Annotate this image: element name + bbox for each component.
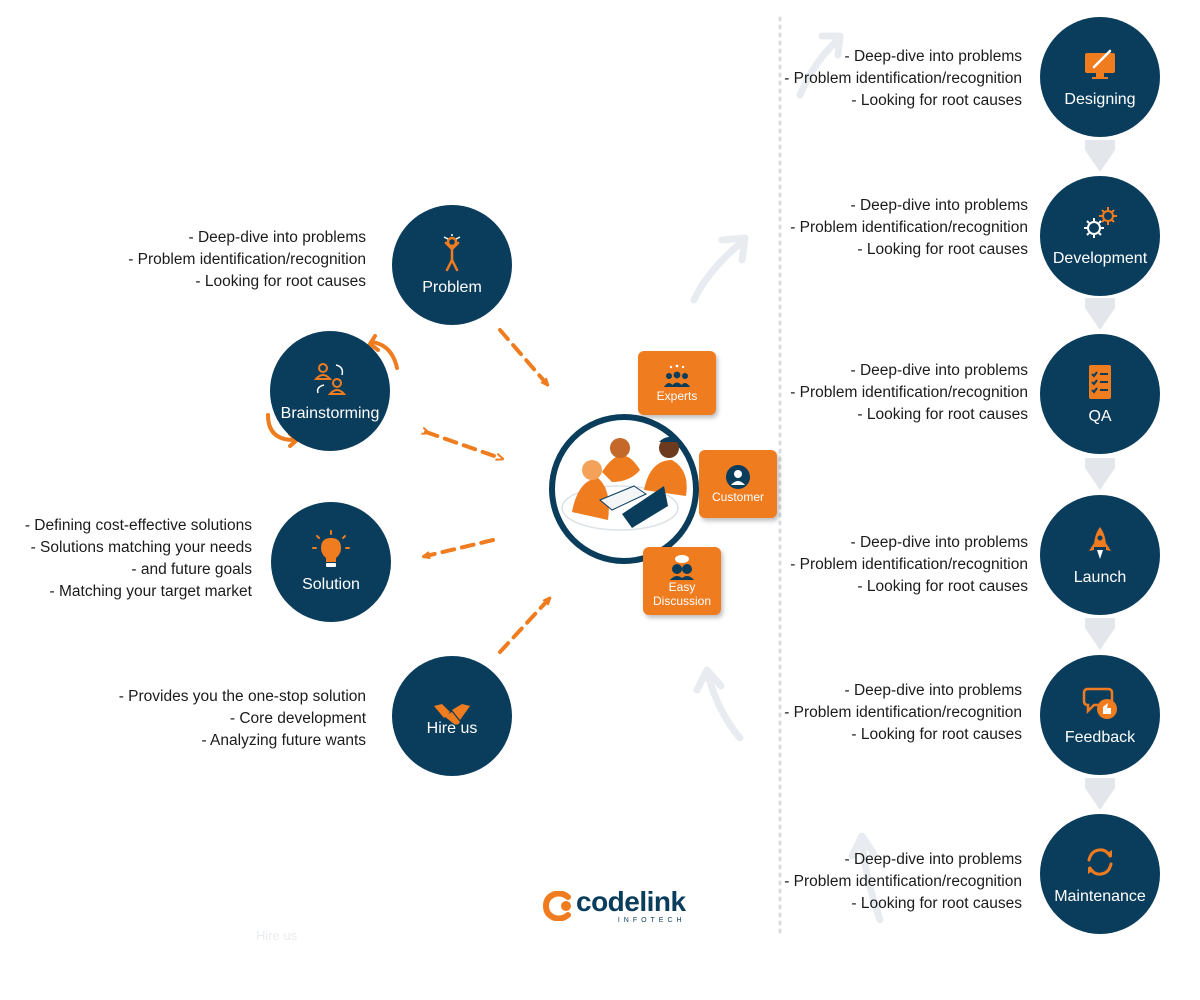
maintenance-description: - Deep-dive into problems - Problem iden…	[784, 849, 1022, 915]
node-brainstorming: Brainstorming	[270, 331, 390, 451]
node-label: Problem	[422, 279, 482, 296]
description-line: - Defining cost-effective solutions	[24, 517, 252, 534]
node-qa: QA	[1040, 334, 1160, 454]
node-label: Hire us	[426, 720, 478, 737]
thumbs-up-chat-icon	[1082, 687, 1117, 719]
designing-description: - Deep-dive into problems - Problem iden…	[784, 46, 1022, 112]
hire-us-description: - Provides you the one-stop solution - C…	[119, 686, 366, 752]
discussion-bubbles-icon	[670, 555, 694, 580]
node-designing: Designing	[1040, 17, 1160, 137]
experts-label: Experts	[656, 389, 698, 403]
refresh-icon	[1087, 848, 1113, 876]
description-line: - Looking for root causes	[857, 241, 1028, 258]
description-line: - Matching your target market	[49, 583, 252, 600]
description-line: - and future goals	[131, 561, 252, 578]
description-line: - Deep-dive into problems	[188, 229, 366, 246]
description-line: - Deep-dive into problems	[850, 362, 1028, 379]
ghost-arrows	[690, 32, 884, 924]
description-line: - Problem identification/recognition	[784, 704, 1022, 721]
handshake-icon	[434, 704, 470, 725]
description-line: - Problem identification/recognition	[128, 251, 366, 268]
node-maintenance: Maintenance	[1040, 814, 1160, 934]
customer-card: Customer	[699, 450, 777, 518]
description-line: - Deep-dive into problems	[850, 197, 1028, 214]
description-line: - Looking for root causes	[195, 273, 366, 290]
launch-description: - Deep-dive into problems - Problem iden…	[790, 532, 1028, 598]
experts-group-icon	[664, 364, 690, 387]
node-label: Brainstorming	[280, 405, 380, 422]
description-line: - Analyzing future wants	[201, 732, 366, 749]
checklist-icon	[1089, 365, 1111, 399]
qa-description: - Deep-dive into problems - Problem iden…	[790, 360, 1028, 426]
team-meeting-illustration	[549, 414, 699, 564]
node-label: Launch	[1073, 569, 1127, 586]
node-problem: Problem	[392, 205, 512, 325]
development-description: - Deep-dive into problems - Problem iden…	[790, 195, 1028, 261]
node-label: Solution	[302, 576, 360, 593]
brainstorm-people-icon	[313, 363, 347, 395]
codelink-logo: codelink INFOTECH	[542, 888, 686, 924]
monitor-brush-icon	[1085, 49, 1115, 79]
chevron-connectors	[1085, 140, 1115, 810]
ghost-text: Hire us	[256, 928, 298, 943]
description-line: - Deep-dive into problems	[844, 682, 1022, 699]
description-line: - Problem identification/recognition	[784, 873, 1022, 890]
problem-description: - Deep-dive into problems - Problem iden…	[128, 227, 366, 293]
customer-label: Customer	[711, 490, 764, 504]
node-label: Feedback	[1064, 729, 1136, 746]
description-line: - Deep-dive into problems	[850, 534, 1028, 551]
description-line: - Looking for root causes	[851, 726, 1022, 743]
frustrated-person-icon	[443, 234, 461, 272]
description-line: - Deep-dive into problems	[844, 48, 1022, 65]
easy-discussion-card: Easy Discussion	[643, 547, 721, 615]
node-feedback: Feedback	[1040, 655, 1160, 775]
node-launch: Launch	[1040, 495, 1160, 615]
node-hire-us: Hire us	[392, 656, 512, 776]
gears-icon	[1084, 207, 1117, 238]
logo-text: codelink	[576, 886, 686, 917]
node-label: Development	[1052, 250, 1148, 267]
logo-subtitle: INFOTECH	[617, 917, 686, 924]
node-development: Development	[1040, 176, 1160, 296]
node-label: QA	[1088, 408, 1112, 425]
easy-discussion-label: Easy Discussion	[652, 580, 712, 608]
description-line: - Problem identification/recognition	[790, 219, 1028, 236]
description-line: - Problem identification/recognition	[790, 556, 1028, 573]
description-line: - Looking for root causes	[851, 895, 1022, 912]
description-line: - Solutions matching your needs	[30, 539, 252, 556]
description-line: - Looking for root causes	[857, 406, 1028, 423]
codelink-logo-mark	[542, 891, 571, 921]
description-line: - Problem identification/recognition	[784, 70, 1022, 87]
description-line: - Core development	[229, 710, 366, 727]
orange-dashed-arrows	[426, 328, 548, 654]
description-line: - Looking for root causes	[851, 92, 1022, 109]
description-line: - Problem identification/recognition	[790, 384, 1028, 401]
node-solution: Solution	[271, 502, 391, 622]
lightbulb-icon	[312, 530, 350, 567]
solution-description: - Defining cost-effective solutions - So…	[25, 515, 252, 603]
description-line: - Looking for root causes	[857, 578, 1028, 595]
node-label: Designing	[1064, 91, 1136, 108]
rocket-icon	[1089, 527, 1111, 559]
description-line: - Deep-dive into problems	[844, 851, 1022, 868]
node-label: Maintenance	[1054, 888, 1146, 905]
feedback-description: - Deep-dive into problems - Problem iden…	[784, 680, 1022, 746]
description-line: - Provides you the one-stop solution	[118, 688, 366, 705]
experts-card: Experts	[638, 351, 716, 415]
customer-person-icon	[726, 465, 750, 489]
